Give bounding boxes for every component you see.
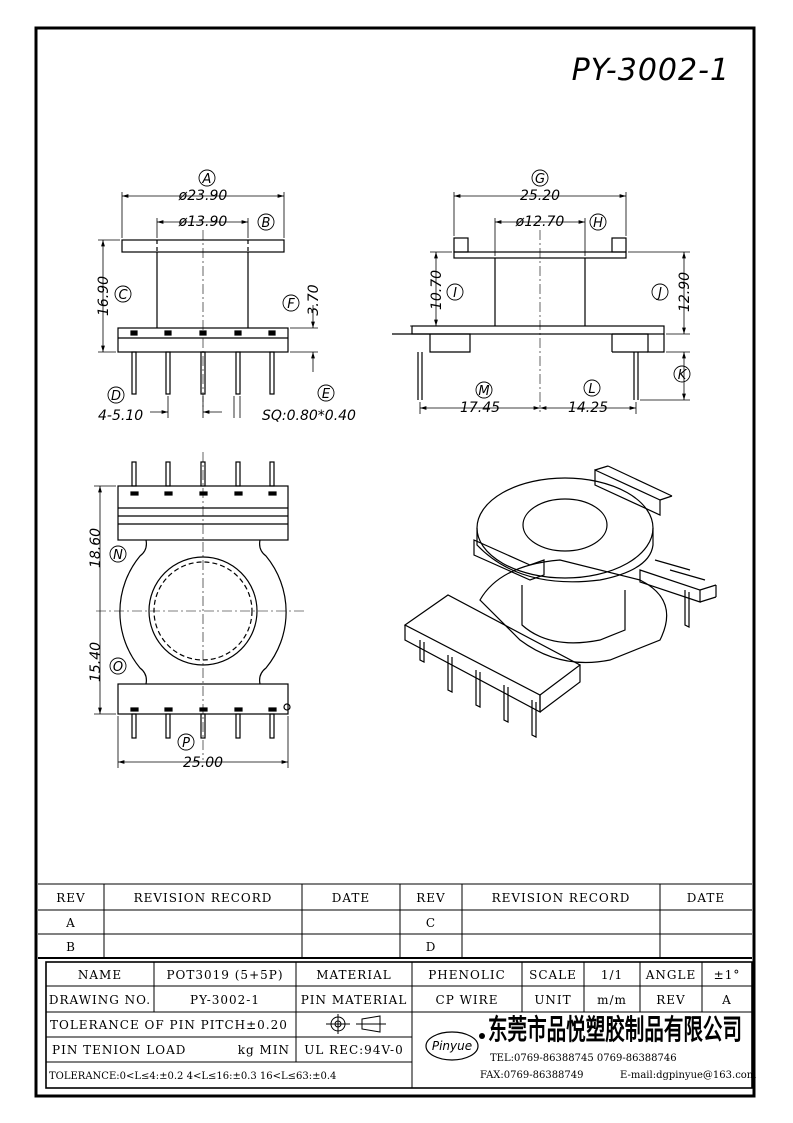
scale-label: SCALE [529, 968, 577, 982]
angle-label: ANGLE [645, 968, 696, 982]
label-l: L [588, 382, 595, 397]
dim-a: ø23.90 [178, 188, 228, 204]
label-e: E [322, 387, 331, 402]
tolerance-pitch: TOLERANCE OF PIN PITCH±0.20 [50, 1018, 288, 1032]
name-label: NAME [78, 968, 122, 982]
tolerance-general: TOLERANCE:0<L≤4:±0.2 4<L≤16:±0.3 16<L≤63… [49, 1071, 336, 1082]
date-header-right: DATE [687, 891, 725, 905]
pin-material-label: PIN MATERIAL [301, 993, 408, 1007]
rev-header-left: REV [56, 891, 85, 905]
label-m: M [478, 384, 489, 399]
unit-label: UNIT [534, 993, 571, 1007]
front-labels [107, 169, 335, 404]
front-dimensions [98, 192, 318, 418]
drawing-no-label: DRAWING NO. [49, 993, 151, 1007]
label-i: I [453, 286, 457, 301]
company-fax: FAX:0769-86388749 [480, 1070, 584, 1081]
dim-i: 10.70 [429, 270, 445, 310]
rev-header-right: REV [416, 891, 445, 905]
label-k: K [678, 368, 688, 383]
company-name: 东莞市品悦塑胶制品有限公司 [488, 1013, 742, 1046]
dim-d: 4-5.10 [98, 408, 143, 424]
dim-p: 25.00 [183, 755, 223, 771]
outer-frame [34, 26, 756, 1098]
dim-g: 25.20 [520, 188, 560, 204]
front-view [117, 230, 289, 410]
dim-l: 14.25 [568, 400, 608, 416]
label-f: F [287, 297, 295, 312]
label-g: G [535, 172, 545, 187]
label-p: P [182, 736, 190, 751]
rev-label: REV [656, 993, 685, 1007]
dim-n: 18.60 [88, 528, 104, 568]
dim-e: SQ:0.80*0.40 [262, 408, 356, 424]
rev-row-b: B [66, 940, 76, 954]
label-n: N [113, 548, 123, 563]
rev-value: A [721, 993, 732, 1007]
side-view [392, 230, 665, 412]
company-tel: TEL:0769-86388745 0769-86388746 [490, 1053, 677, 1064]
bottom-labels [109, 545, 195, 751]
label-h: H [593, 216, 603, 231]
material-label: MATERIAL [316, 968, 391, 982]
revision-table-lines [38, 883, 752, 959]
label-c: C [118, 288, 128, 303]
isometric-view [403, 465, 717, 738]
dim-c: 16.90 [96, 276, 112, 316]
projection-symbol-icon [326, 1014, 386, 1034]
rev-row-d: D [426, 940, 437, 954]
dim-o: 15.40 [88, 642, 104, 682]
pin-load-label: PIN TENION LOAD [52, 1043, 186, 1057]
dim-m: 17.45 [460, 400, 500, 416]
bottom-view [96, 452, 306, 760]
rev-row-a: A [65, 916, 76, 930]
date-header-left: DATE [332, 891, 370, 905]
label-o: O [113, 660, 123, 675]
dim-j: 12.90 [677, 272, 693, 312]
logo-text: Pinyue [432, 1039, 472, 1053]
label-j: J [655, 286, 662, 301]
drawing-title: PY-3002-1 [572, 53, 730, 88]
revision-record-header-right: REVISION RECORD [492, 891, 631, 905]
pin-load-value: kg MIN [238, 1043, 290, 1057]
label-d: D [111, 389, 121, 404]
unit-value: m/m [597, 993, 627, 1007]
side-labels [446, 169, 691, 399]
revision-record-header-left: REVISION RECORD [134, 891, 273, 905]
angle-value: ±1° [714, 968, 741, 982]
label-b: B [262, 216, 271, 231]
pin-material-value: CP WIRE [436, 993, 499, 1007]
title-block-lines [45, 961, 753, 1089]
drawing-no-value: PY-3002-1 [190, 993, 260, 1007]
name-value: POT3019 (5+5P) [166, 968, 283, 982]
company-logo: Pinyue [425, 1031, 485, 1061]
company-email: E-mail:dgpinyue@163.com [620, 1070, 757, 1081]
rev-row-c: C [426, 916, 436, 930]
dim-h: ø12.70 [515, 214, 565, 230]
ul-rating: UL REC:94V-0 [304, 1043, 403, 1057]
dim-b: ø13.90 [178, 214, 228, 230]
side-dimensions [410, 192, 690, 414]
material-value: PHENOLIC [428, 968, 506, 982]
scale-value: 1/1 [601, 968, 623, 982]
dim-f: 3.70 [306, 284, 322, 315]
bottom-dimensions [94, 485, 289, 768]
label-a: A [202, 172, 212, 187]
